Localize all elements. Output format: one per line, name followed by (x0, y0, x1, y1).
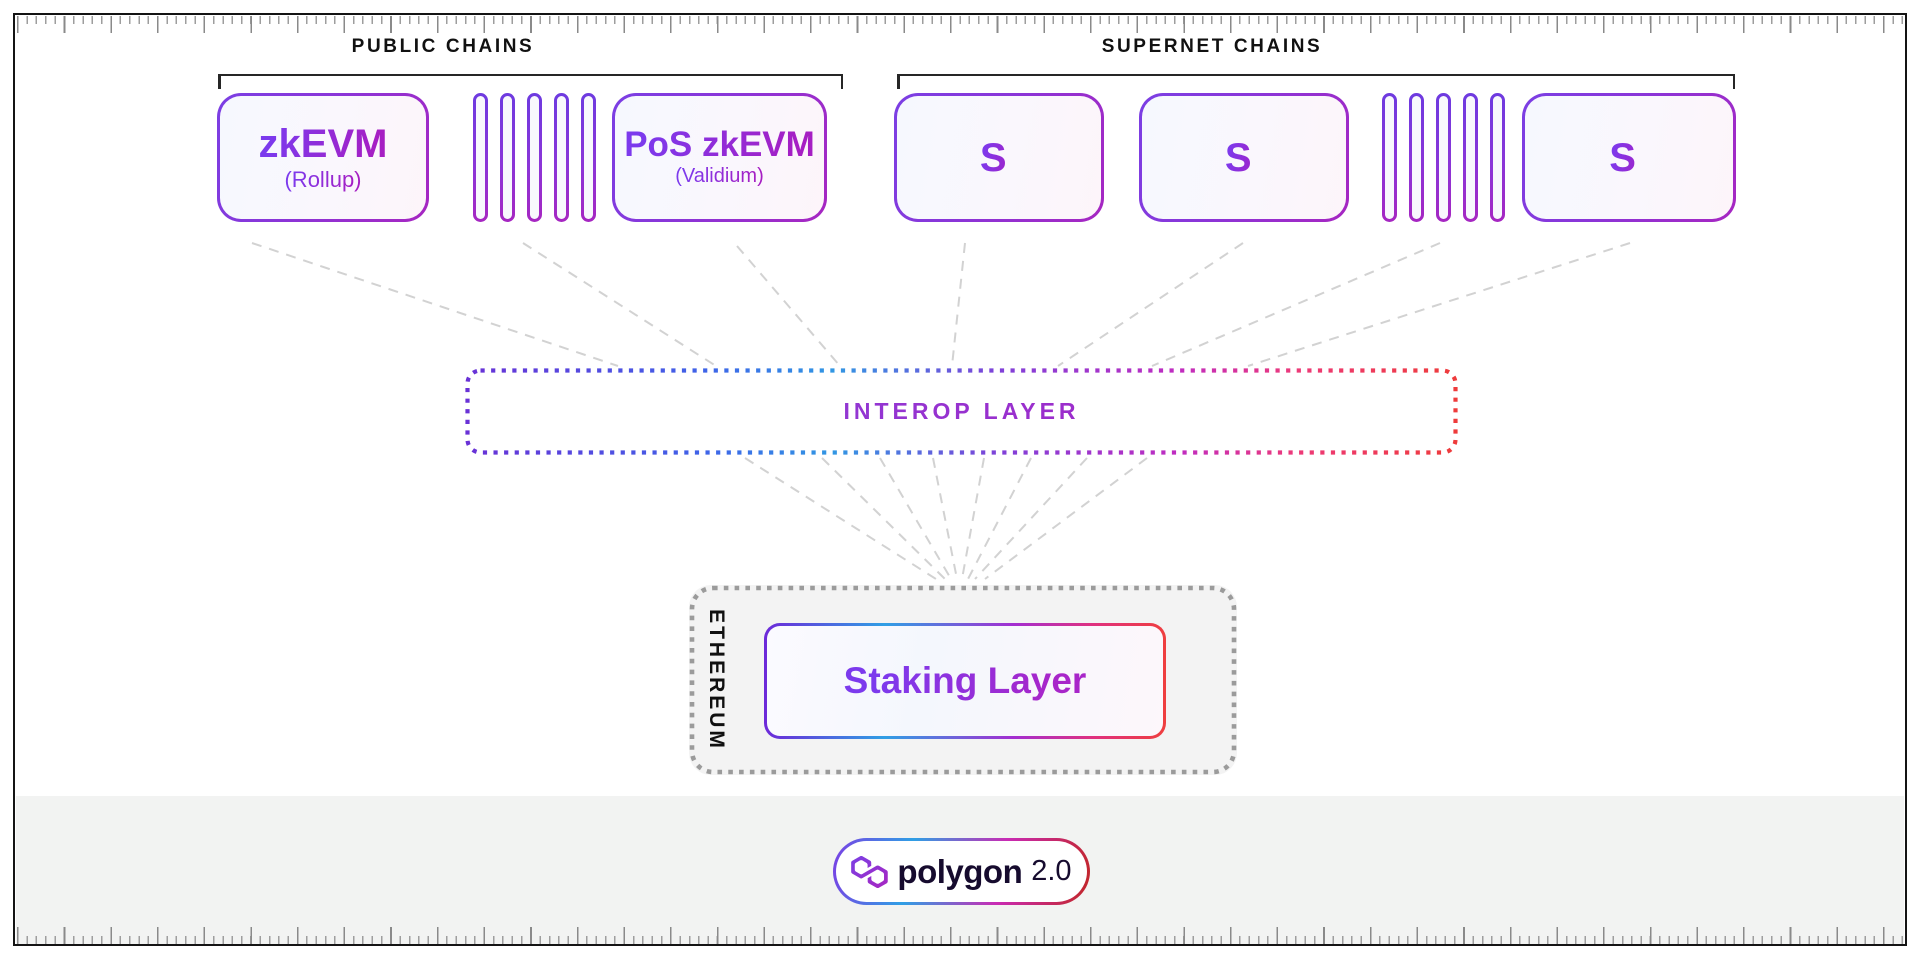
interop-layer-dotted-border (465, 368, 1458, 455)
connector-line (879, 457, 952, 580)
chain-box-pos-zkevm: PoS zkEVM (Validium) (612, 93, 827, 222)
chain-title: S1 (979, 135, 1019, 181)
chain-box-sn: Sn (1522, 93, 1736, 222)
public-chains-label: PUBLIC CHAINS (351, 36, 535, 57)
chain-bar (1436, 93, 1451, 222)
public-chains-bracket (218, 73, 843, 89)
chain-box-zkevm: zkEVM (Rollup) (217, 93, 429, 222)
supernet-chains-label: SUPERNET CHAINS (1101, 36, 1323, 57)
chain-bar (1409, 93, 1424, 222)
connector-line (967, 457, 1032, 580)
ethereum-label: ETHEREUM (705, 609, 728, 751)
chain-subscript: 1 (1006, 157, 1019, 181)
connector-line (974, 457, 1088, 580)
chain-subtitle: (Validium) (675, 165, 764, 188)
chain-subtitle: (Rollup) (284, 166, 362, 192)
chain-title: Sn (1609, 135, 1649, 181)
chain-bar (554, 93, 569, 222)
connector-line (736, 245, 841, 367)
connector-line (251, 242, 619, 367)
chain-title: PoS zkEVM (624, 124, 815, 164)
connector-line (951, 242, 966, 367)
interop-layer-box: INTEROP LAYER (465, 368, 1458, 455)
chain-bar (527, 93, 542, 222)
connector-line (1057, 242, 1244, 367)
connector-line (984, 457, 1148, 580)
chain-title: S2 (1224, 135, 1264, 181)
connector-line (522, 242, 717, 367)
chain-bar (1463, 93, 1478, 222)
chain-bar (1490, 93, 1505, 222)
connector-line (1151, 242, 1441, 367)
connector-line (744, 457, 937, 580)
chain-bar (473, 93, 488, 222)
polygon-wordmark: polygon (897, 853, 1023, 890)
ethereum-box: ETHEREUM Staking Layer (689, 585, 1237, 775)
ethereum-dotted-border (689, 585, 1237, 775)
frame-border (13, 13, 1907, 946)
polygon-logo-pill: polygon 2.0 (833, 838, 1090, 905)
polygon-version: 2.0 (1031, 855, 1072, 887)
staking-layer-label: Staking Layer (843, 660, 1087, 701)
interop-layer-label: INTEROP LAYER (465, 368, 1458, 455)
connector-line (961, 457, 985, 580)
connector-line (932, 457, 958, 580)
chain-subscript: n (1635, 157, 1649, 181)
chain-bar (581, 93, 596, 222)
chain-bar (500, 93, 515, 222)
chain-box-s1: S1 (894, 93, 1104, 222)
chain-subscript: 2 (1251, 157, 1264, 181)
supernet-chains-bracket (897, 73, 1735, 89)
staking-layer-box: Staking Layer (764, 623, 1166, 739)
polygon-hexlink-icon (851, 855, 889, 888)
connector-line (1247, 242, 1631, 367)
chain-title: zkEVM (258, 121, 388, 166)
chain-box-s2: S2 (1139, 93, 1349, 222)
chain-bar (1382, 93, 1397, 222)
